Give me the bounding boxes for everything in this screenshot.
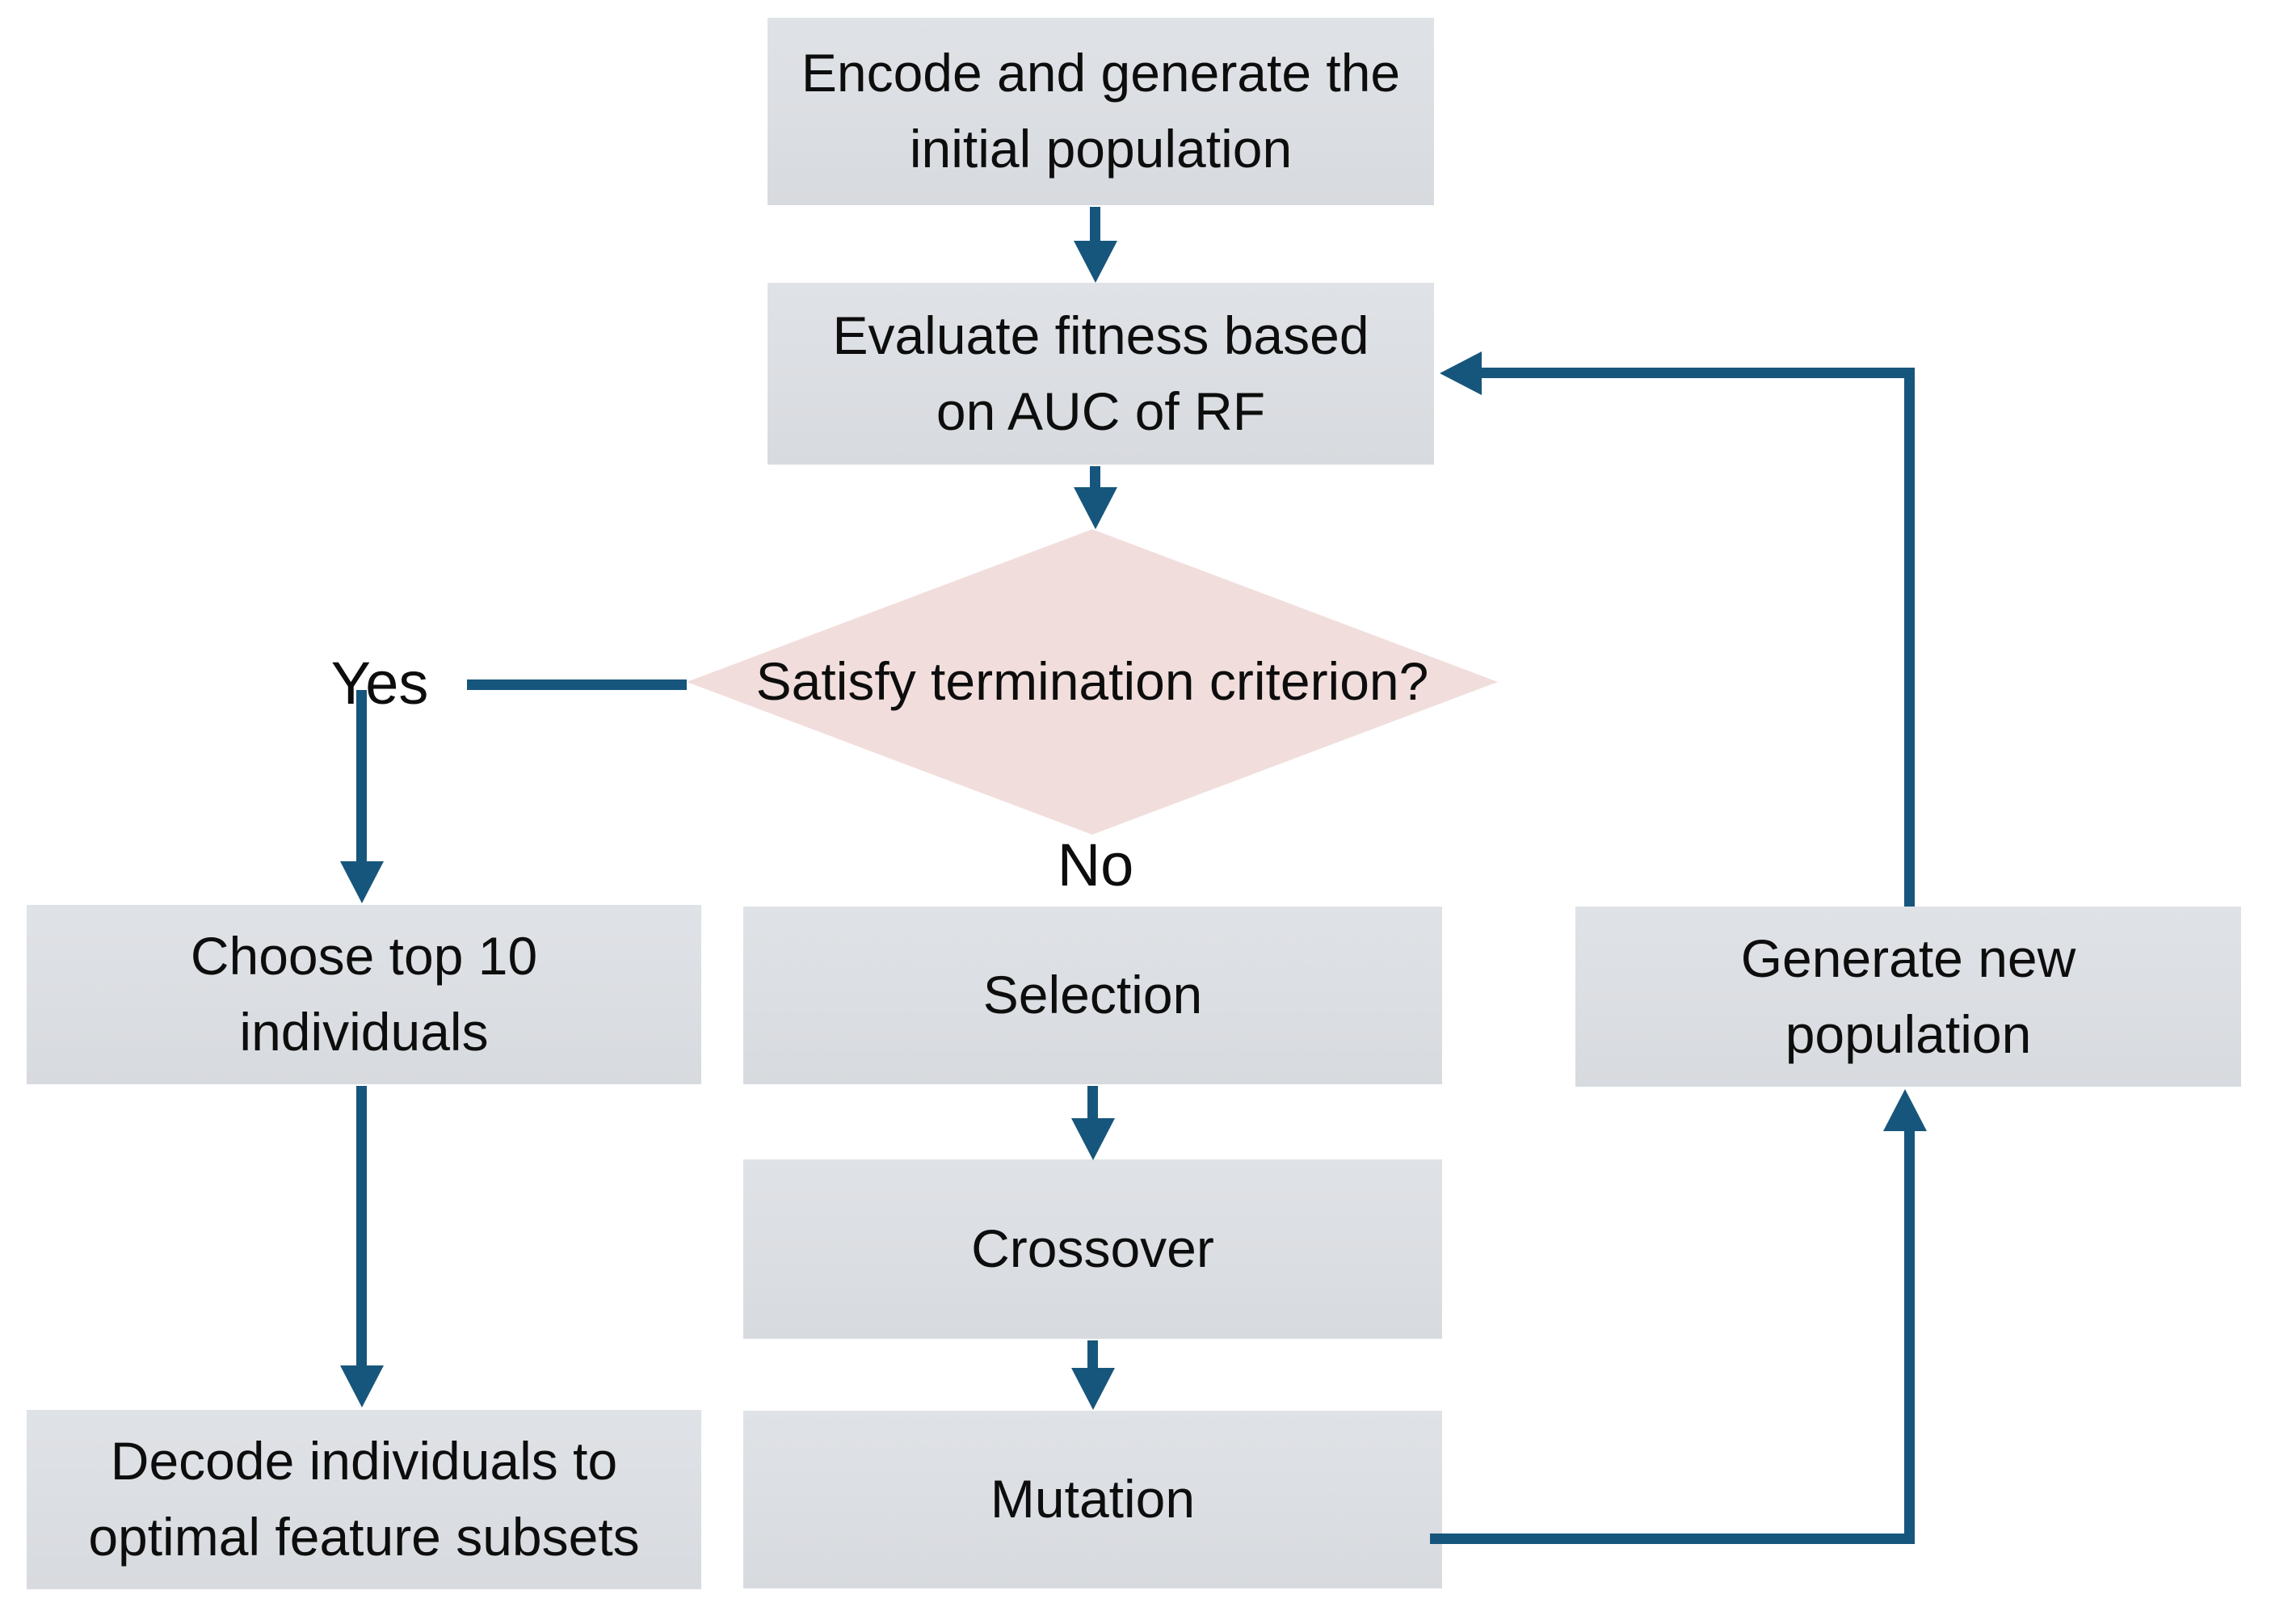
arrow-choose-to-decode-stem bbox=[356, 1086, 367, 1365]
arrow-crossover-to-mutation-stem bbox=[1087, 1340, 1098, 1369]
arrowhead-selection-to-crossover-icon bbox=[1071, 1118, 1115, 1160]
arrowhead-crossover-to-mutation-icon bbox=[1071, 1368, 1115, 1410]
encode-initial-population-box: Encode and generate the initial populati… bbox=[768, 18, 1434, 205]
generate-new-population-box: Generate new population bbox=[1575, 907, 2241, 1087]
arrowhead-evaluate-to-decision-icon bbox=[1074, 487, 1117, 529]
loop-mutation-to-generate-horizontal-line bbox=[1430, 1534, 1915, 1544]
arrowhead-to-generate-population-icon bbox=[1883, 1089, 1927, 1131]
yes-branch-horizontal-line bbox=[467, 679, 687, 690]
mutation-box: Mutation bbox=[743, 1411, 1442, 1588]
evaluate-fitness-box: Evaluate fitness based on AUC of RF bbox=[768, 283, 1434, 465]
loop-generate-to-evaluate-horizontal-line bbox=[1482, 368, 1915, 378]
arrow-evaluate-to-decision-stem bbox=[1090, 466, 1100, 490]
arrowhead-encode-to-evaluate-icon bbox=[1074, 241, 1117, 283]
arrow-encode-to-evaluate-stem bbox=[1090, 207, 1100, 244]
loop-generate-to-evaluate-vertical-line bbox=[1904, 368, 1915, 907]
yes-branch-label: Yes bbox=[330, 649, 429, 717]
termination-criterion-decision-diamond: Satisfy termination criterion? bbox=[687, 529, 1498, 835]
yes-branch-vertical-line bbox=[356, 690, 367, 861]
crossover-box: Crossover bbox=[743, 1159, 1442, 1339]
decode-individuals-box: Decode individuals to optimal feature su… bbox=[27, 1410, 701, 1589]
arrow-selection-to-crossover-stem bbox=[1087, 1086, 1098, 1120]
no-branch-label: No bbox=[1057, 831, 1134, 898]
choose-top10-individuals-box: Choose top 10 individuals bbox=[27, 905, 701, 1084]
selection-box: Selection bbox=[743, 907, 1442, 1084]
arrowhead-choose-to-decode-icon bbox=[340, 1365, 384, 1407]
arrowhead-yes-to-choose-icon bbox=[340, 861, 384, 903]
arrowhead-to-evaluate-fitness-icon bbox=[1440, 351, 1482, 395]
loop-mutation-to-generate-vertical-line bbox=[1904, 1130, 1915, 1544]
